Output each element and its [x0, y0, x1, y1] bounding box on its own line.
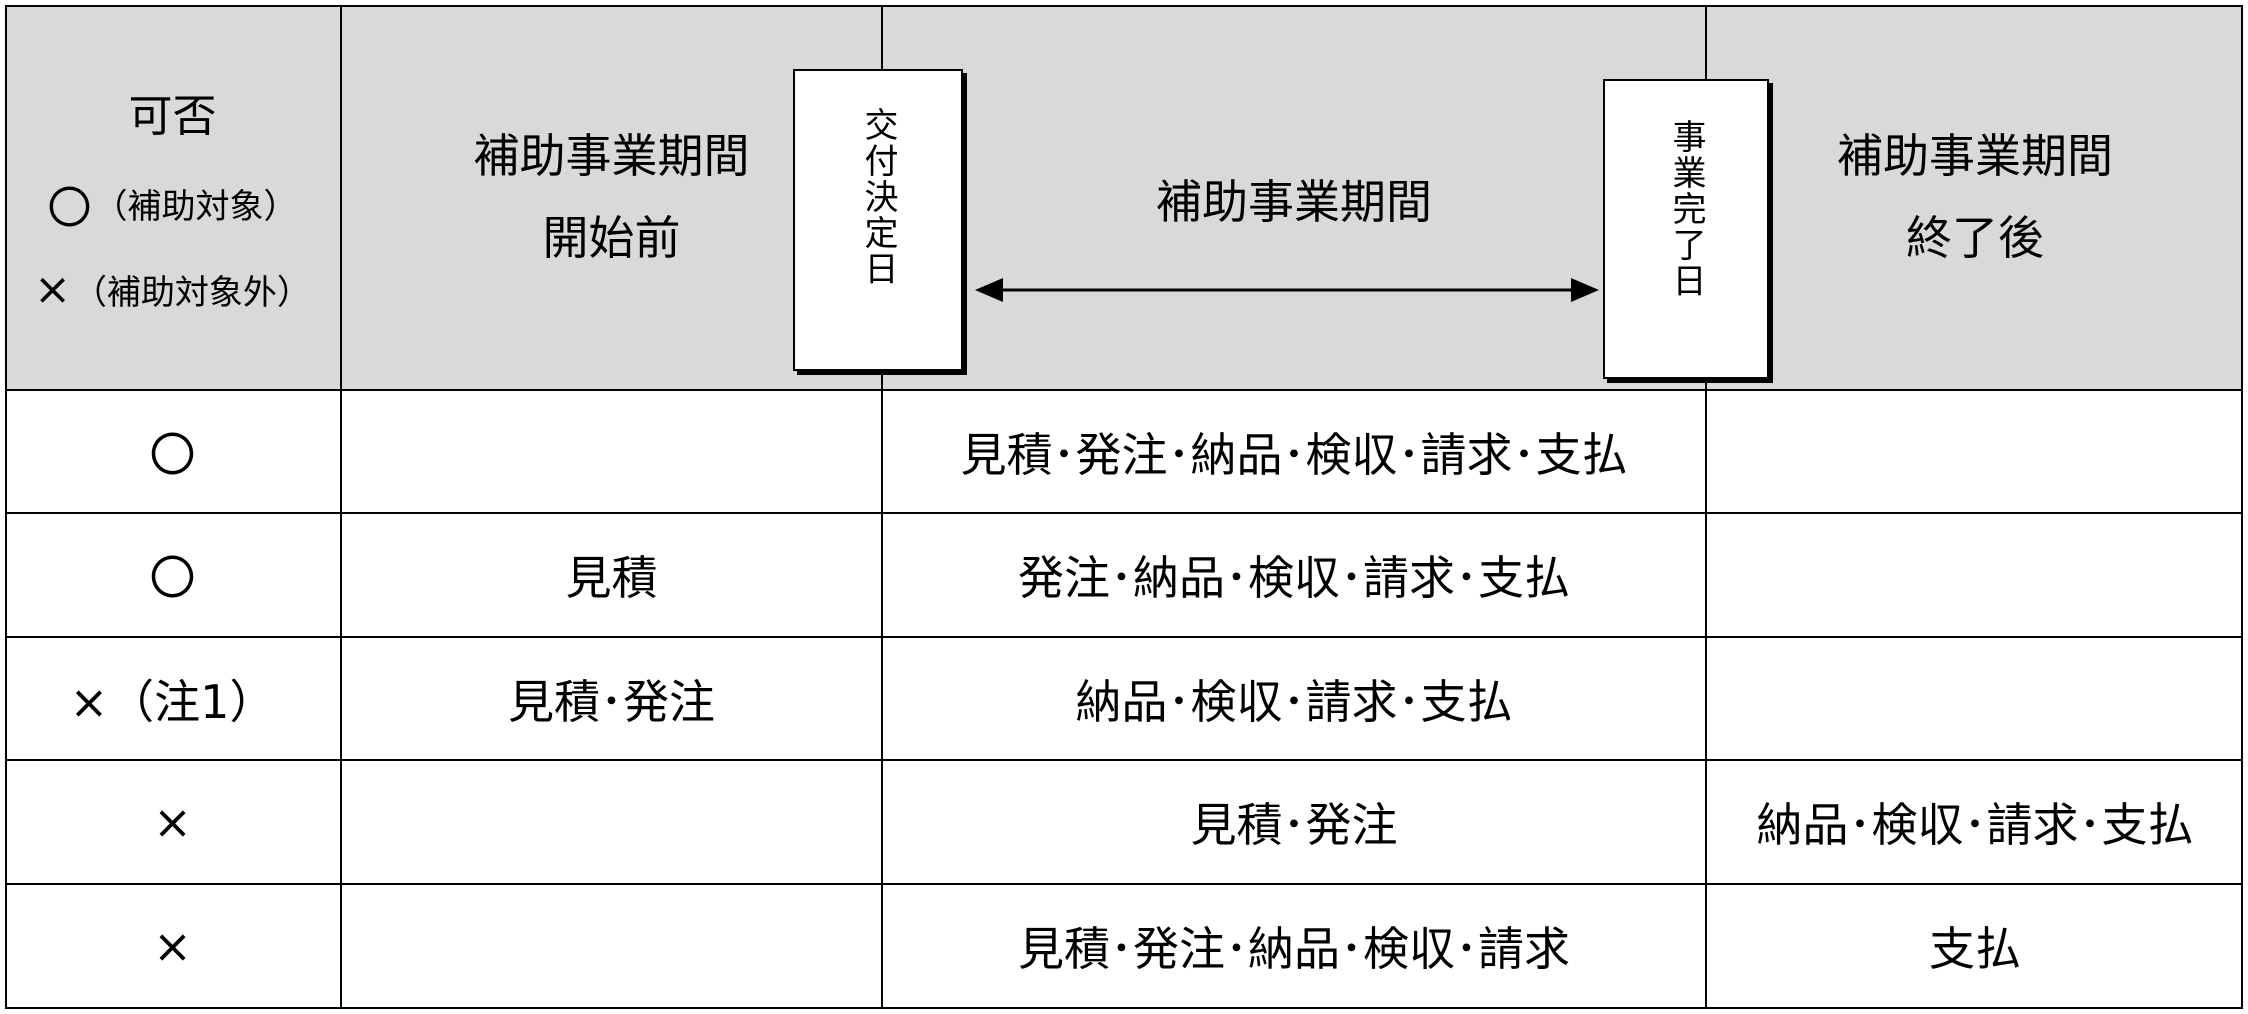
header-before-line2: 開始前 — [542, 211, 681, 265]
header-background — [5, 5, 2243, 389]
header-after-line1: 補助事業期間 — [1837, 129, 2113, 183]
grid-vline — [881, 5, 883, 1009]
row-5-before — [342, 885, 881, 1007]
header-legend: 可否 〇 （補助対象） × （補助対象外） — [5, 5, 340, 389]
grid-hline — [5, 636, 2243, 638]
row-1-before — [342, 391, 881, 512]
completion-date-box: 事業完了日 — [1603, 79, 1769, 379]
row-2-during: 発注･納品･検収･請求･支払 — [1018, 551, 1570, 605]
decision-date-box: 交付決定日 — [793, 69, 963, 371]
row-1-after — [1707, 391, 2243, 512]
legend-eligible: 〇 （補助対象） — [48, 172, 298, 236]
header-during-period: 補助事業期間 — [883, 5, 1705, 389]
header-during-label: 補助事業期間 — [1156, 175, 1432, 229]
row-4-before — [342, 761, 881, 883]
row-1-result: 〇 — [149, 427, 196, 482]
grid-vline — [340, 5, 342, 1009]
row-3-during: 納品･検収･請求･支払 — [1075, 674, 1513, 729]
row-5-after: 支払 — [1929, 922, 2021, 976]
grid-vline — [1705, 5, 1707, 1009]
grid-hline — [5, 512, 2243, 514]
legend-eligible-label: （補助対象） — [93, 187, 298, 227]
legend-title: 可否 — [128, 90, 217, 142]
row-4-result: × — [153, 795, 192, 849]
row-3-result: ×（注1） — [69, 674, 276, 729]
cross-mark-icon: × — [34, 263, 71, 315]
header-after-line2: 終了後 — [1906, 211, 2044, 265]
row-5-during: 見積･発注･納品･検収･請求 — [1018, 922, 1570, 976]
grid-hline — [5, 883, 2243, 885]
row-4-after: 納品･検収･請求･支払 — [1756, 798, 2194, 852]
grid-hline — [5, 759, 2243, 761]
row-3-after — [1707, 638, 2243, 759]
completion-date-label: 事業完了日 — [1666, 119, 1706, 299]
period-double-arrow-icon — [975, 278, 1599, 302]
subsidy-eligibility-table: 可否 〇 （補助対象） × （補助対象外） 補助事業期間 開始前 補助事業期間 … — [5, 5, 2243, 1009]
row-3-before: 見積･発注 — [508, 674, 715, 729]
row-4-during: 見積･発注 — [1190, 798, 1398, 852]
row-2-after — [1707, 514, 2243, 636]
header-after-period: 補助事業期間 終了後 — [1707, 5, 2243, 389]
row-5-result: × — [153, 919, 192, 973]
grid-hline — [5, 389, 2243, 391]
legend-ineligible-label: （補助対象外） — [72, 272, 311, 313]
row-1-during: 見積･発注･納品･検収･請求･支払 — [960, 427, 1628, 482]
row-2-result: 〇 — [149, 551, 196, 605]
legend-ineligible: × （補助対象外） — [34, 264, 311, 315]
row-2-before: 見積 — [565, 551, 658, 605]
header-before-line1: 補助事業期間 — [473, 129, 750, 183]
decision-date-label: 交付決定日 — [858, 107, 898, 287]
header-before-period: 補助事業期間 開始前 — [342, 5, 881, 389]
circle-mark-icon: 〇 — [47, 182, 92, 234]
